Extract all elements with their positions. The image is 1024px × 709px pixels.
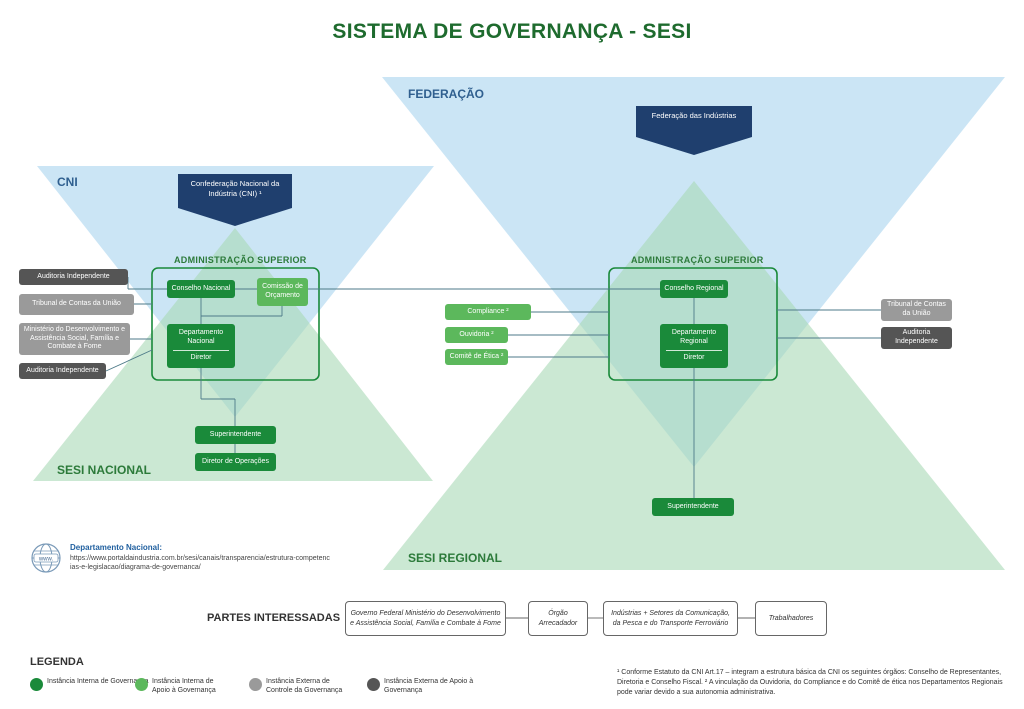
- nacional-admin-label: ADMINISTRAÇÃO SUPERIOR: [174, 255, 307, 265]
- link-title: Departamento Nacional:: [70, 543, 163, 552]
- svg-text:www.: www.: [38, 557, 54, 563]
- partes-interessadas-label: PARTES INTERESSADAS: [207, 612, 341, 624]
- comite-etica-box: Comitê de Ética ²: [445, 349, 508, 365]
- nacional-admin-frame: [151, 267, 320, 381]
- cni-banner-shape: [178, 174, 292, 226]
- comissao-orcamento-box: Comissão de Orçamento: [257, 278, 308, 306]
- legend-title: LEGENDA: [30, 656, 84, 668]
- departamento-nacional-divider: [173, 349, 229, 351]
- federacao-banner-text: Federação das Indústrias: [651, 111, 737, 120]
- link-url[interactable]: https://www.portaldaindustria.com.br/ses…: [70, 555, 330, 572]
- auditoria-independente-nacional-1: Auditoria Independente: [19, 269, 128, 285]
- legend-label-interna-apoio: Instância Interna de Apoio à Governança: [152, 678, 216, 695]
- stake-orgao-arrecadador: Órgão Arrecadador: [528, 601, 588, 636]
- region-label-federacao: FEDERAÇÃO: [408, 87, 485, 101]
- departamento-regional-label: Departamento Regional: [671, 329, 717, 345]
- region-label-sesi-nacional: SESI NACIONAL: [57, 463, 152, 477]
- cni-banner-text: Confederação Nacional da Indústria (CNI)…: [190, 179, 280, 198]
- ministerio-desenvolvimento-box: Ministério do Desenvolvimento e Assistên…: [19, 323, 130, 355]
- ouvidoria-box: Ouvidoria ²: [445, 327, 508, 343]
- departamento-nacional-label: Departamento Nacional: [178, 329, 224, 345]
- region-label-cni: CNI: [57, 175, 78, 189]
- federacao-banner-shape: [636, 106, 752, 155]
- legend-dot-interna-apoio: [135, 678, 148, 691]
- stake-trabalhadores: Trabalhadores: [755, 601, 827, 636]
- tribunal-contas-regional: Tribunal de Contas da União: [881, 299, 952, 321]
- conselho-regional-box: Conselho Regional: [660, 280, 728, 298]
- page-title: SISTEMA DE GOVERNANÇA - SESI: [332, 20, 692, 43]
- departamento-regional-divider: [666, 349, 722, 351]
- legend-label-interna-governanca: Instância Interna de Governança: [47, 678, 149, 685]
- legend-dot-interna-governanca: [30, 678, 43, 691]
- departamento-regional-diretor: Diretor: [683, 353, 705, 361]
- departamento-nacional-diretor: Diretor: [190, 353, 212, 361]
- footnote: ¹ Conforme Estatuto da CNI Art.17 – inte…: [617, 669, 1003, 697]
- region-label-sesi-regional: SESI REGIONAL: [408, 551, 503, 565]
- superintendente-nacional-box: Superintendente: [195, 426, 276, 444]
- legend-label-externa-apoio: Instância Externa de Apoio à Governança: [384, 678, 474, 695]
- legend-dot-externa-apoio: [367, 678, 380, 691]
- compliance-box: Compliance ²: [445, 304, 531, 320]
- auditoria-independente-nacional-2: Auditoria Independente: [19, 363, 106, 379]
- tribunal-contas-nacional: Tribunal de Contas da União: [19, 294, 134, 315]
- legend-label-externa-controle: Instância Externa de Controle da Governa…: [266, 678, 343, 695]
- auditoria-independente-regional: Auditoria Independente: [881, 327, 952, 349]
- superintendente-regional-box: Superintendente: [652, 498, 734, 516]
- legend-dot-externa-controle: [249, 678, 262, 691]
- diretor-operacoes-box: Diretor de Operações: [195, 453, 276, 471]
- stake-governo-federal: Governo Federal Ministério do Desenvolvi…: [345, 601, 506, 636]
- regional-admin-label: ADMINISTRAÇÃO SUPERIOR: [631, 255, 764, 265]
- departamento-regional-box: Departamento Regional Diretor: [660, 324, 728, 368]
- globe-icon: www.: [31, 543, 61, 573]
- stake-industrias: Indústrias + Setores da Comunicação, da …: [603, 601, 738, 636]
- departamento-nacional-box: Departamento Nacional Diretor: [167, 324, 235, 368]
- regional-admin-frame: [608, 267, 778, 381]
- conselho-nacional-box: Conselho Nacional: [167, 280, 235, 298]
